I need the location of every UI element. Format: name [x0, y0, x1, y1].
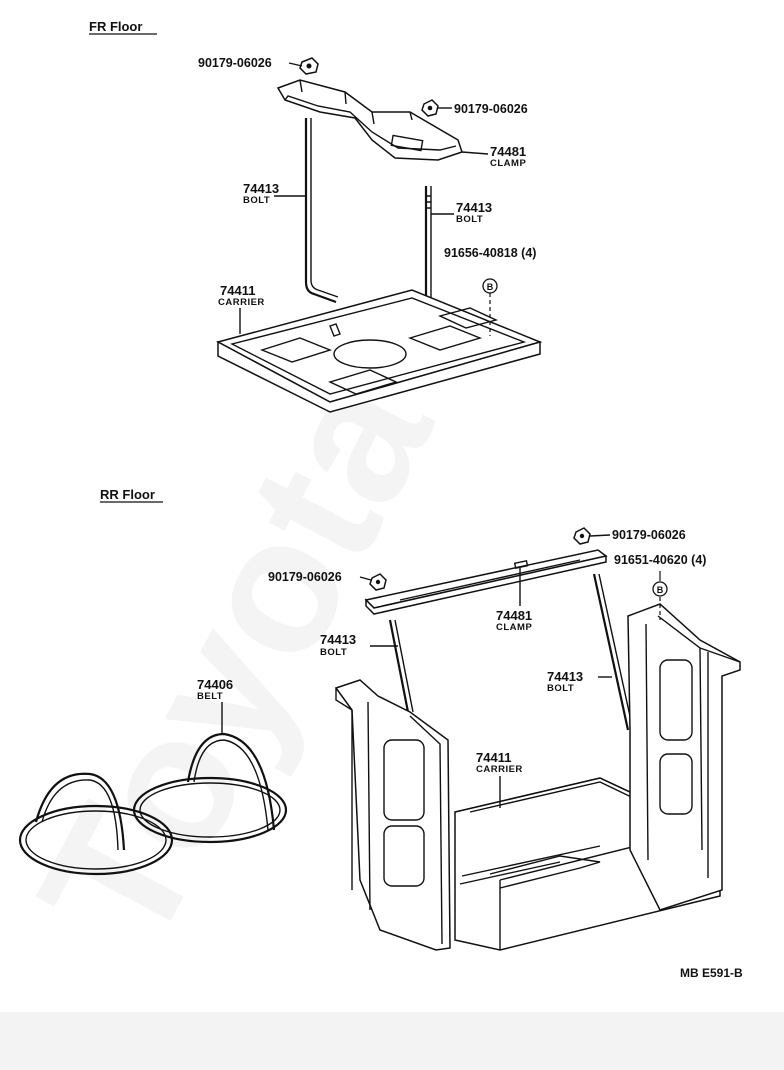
fr-section: FR Floor [89, 19, 543, 413]
fr-bolt-left-drawing [304, 118, 339, 304]
rr-carrier-drawing [334, 603, 741, 951]
rr-fastener-label: 91651-40620 (4) [614, 553, 706, 567]
fr-bolt-right-name: BOLT [456, 214, 483, 225]
fr-fastener-label: 91656-40818 (4) [444, 246, 536, 260]
rr-bolt-right-number: 74413 [547, 669, 583, 684]
rr-bolt-left-number: 74413 [320, 632, 356, 647]
fr-nut-left-leader [288, 62, 303, 67]
rr-belt-number: 74406 [197, 677, 233, 692]
fr-bolt-left-name: BOLT [243, 195, 270, 206]
rr-section: RR Floor [18, 487, 741, 951]
fr-carrier-number: 74411 [220, 283, 255, 298]
rr-bolt-left-name: BOLT [320, 647, 347, 658]
rr-belt-drawing [18, 732, 288, 876]
fr-bolt-left-number: 74413 [243, 181, 279, 196]
rr-nut-right-leader [589, 534, 611, 537]
fr-nut-left-label: 90179-06026 [198, 56, 272, 70]
fr-clamp-name: CLAMP [490, 158, 526, 169]
diagram-code: MB E591-B [680, 966, 743, 980]
rr-nut-right-icon [573, 527, 591, 545]
rr-bolt-right-drawing [592, 573, 634, 731]
fr-fastener-symbol: B [487, 282, 494, 292]
fr-carrier-drawing [215, 289, 543, 413]
rr-bolt-left-drawing [388, 619, 414, 713]
rr-clamp-drawing [364, 549, 608, 615]
rr-clamp-name: CLAMP [496, 622, 532, 633]
rr-carrier-number: 74411 [476, 750, 511, 765]
rr-nut-left-label: 90179-06026 [268, 570, 342, 584]
rr-nut-left-icon [369, 573, 387, 591]
fr-clamp-leader [461, 151, 489, 155]
footer-band [0, 1012, 784, 1070]
rr-floor-title: RR Floor [100, 487, 155, 502]
fr-floor-title: FR Floor [89, 19, 142, 34]
fr-nut-left-icon [299, 57, 319, 75]
fr-bolt-right-number: 74413 [456, 200, 492, 215]
fr-nut-right-icon [421, 99, 439, 117]
rr-nut-left-leader [359, 576, 372, 581]
parts-diagram: Toyota FR Floor [0, 19, 743, 980]
fr-clamp-drawing [276, 79, 463, 161]
rr-bolt-right-name: BOLT [547, 683, 574, 694]
rr-nut-right-label: 90179-06026 [612, 528, 686, 542]
fr-nut-right-label: 90179-06026 [454, 102, 528, 116]
rr-clamp-number: 74481 [496, 608, 532, 623]
rr-belt-name: BELT [197, 691, 223, 702]
fr-clamp-number: 74481 [490, 144, 526, 159]
rr-fastener-symbol-icon [652, 581, 668, 597]
fr-carrier-name: CARRIER [218, 297, 265, 308]
rr-fastener-symbol: B [657, 585, 664, 595]
rr-carrier-name: CARRIER [476, 764, 523, 775]
